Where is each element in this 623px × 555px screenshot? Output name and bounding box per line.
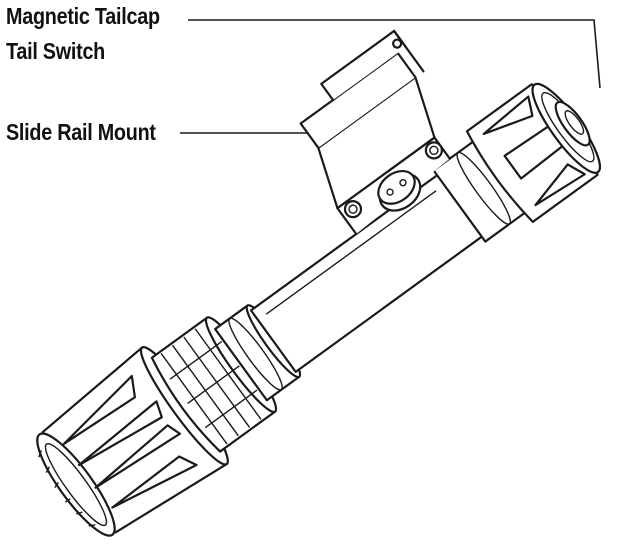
leader-line-tailcap [188, 19, 601, 89]
label-tail-switch: Tail Switch [6, 38, 106, 64]
label-magnetic-tailcap: Magnetic Tailcap [6, 3, 160, 29]
label-slide-rail-mount: Slide Rail Mount [6, 119, 156, 145]
tail-switch-button [554, 100, 591, 147]
slide-rail-mount [299, 29, 451, 236]
